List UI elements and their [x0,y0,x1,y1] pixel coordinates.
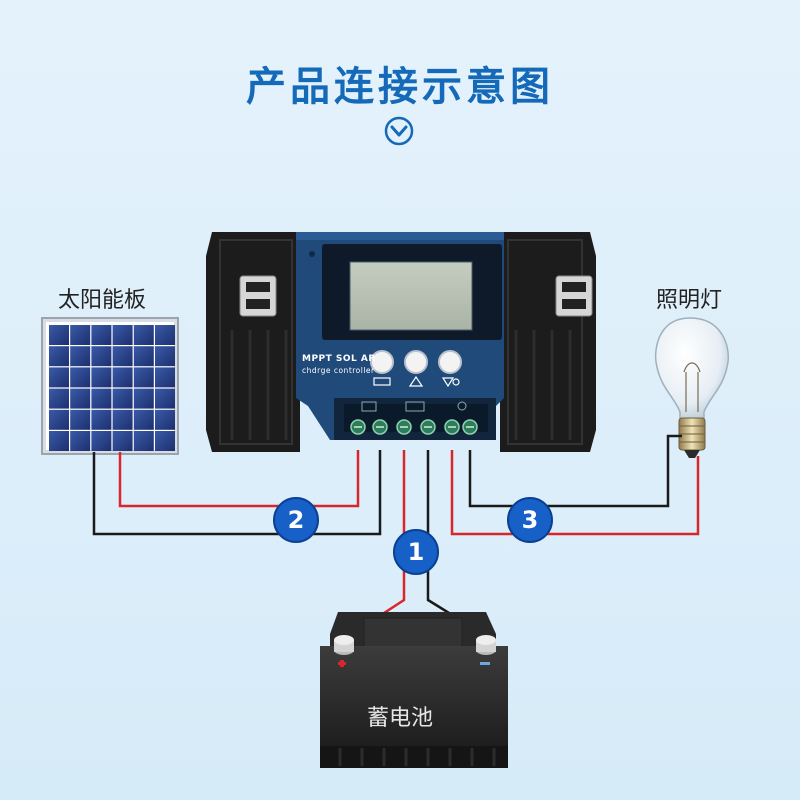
solar-cell [49,409,69,430]
solar-cell [155,431,175,451]
light-bulb [654,317,730,458]
solar-cell [49,388,69,409]
solar-panel-label: 太阳能板 [58,288,147,313]
solar-cell [91,388,112,409]
controller-model-text: MPPT SOL AR [302,354,376,364]
solar-panel [41,317,179,455]
solar-cell [155,346,175,367]
solar-cell [70,388,91,409]
step-badge-1 [393,529,439,575]
step-number-2: 2 [287,506,305,534]
solar-cell [133,346,154,367]
step-number-3: 3 [521,506,539,534]
solar-cell [112,325,133,345]
step-badge-2 [273,497,319,543]
usb-ports-right [555,275,593,317]
solar-cell [155,409,175,430]
solar-cell [70,346,91,367]
chevron-down-icon [384,116,414,146]
battery [320,612,508,768]
solar-cell [112,409,133,430]
solar-cell [49,325,69,345]
lamp-label: 照明灯 [656,288,723,313]
solar-cell [133,388,154,409]
solar-cell [112,367,133,388]
controller-subtitle-text: chdrge controller [302,366,375,375]
solar-cell [112,346,133,367]
usb-ports-left [239,275,277,317]
solar-cell [91,431,112,451]
solar-cell [91,346,112,367]
solar-cell [70,409,91,430]
page-title: 产品连接示意图 [246,64,554,110]
step-badge-3 [507,497,553,543]
solar-cell [133,409,154,430]
solar-cell [70,367,91,388]
battery-label: 蓄电池 [366,706,433,731]
solar-cell [155,388,175,409]
solar-cell [133,325,154,345]
solar-cell [49,367,69,388]
solar-cell [155,367,175,388]
solar-cell [49,346,69,367]
solar-cell [49,431,69,451]
solar-cell [91,409,112,430]
solar-cell [112,431,133,451]
step-number-1: 1 [407,538,425,566]
charge-controller [206,232,596,452]
solar-cell [155,325,175,345]
solar-cell [70,431,91,451]
solar-cell [133,431,154,451]
solar-cell [91,325,112,345]
solar-cell [112,388,133,409]
solar-cell [70,325,91,345]
solar-cell [133,367,154,388]
solar-cell [91,367,112,388]
